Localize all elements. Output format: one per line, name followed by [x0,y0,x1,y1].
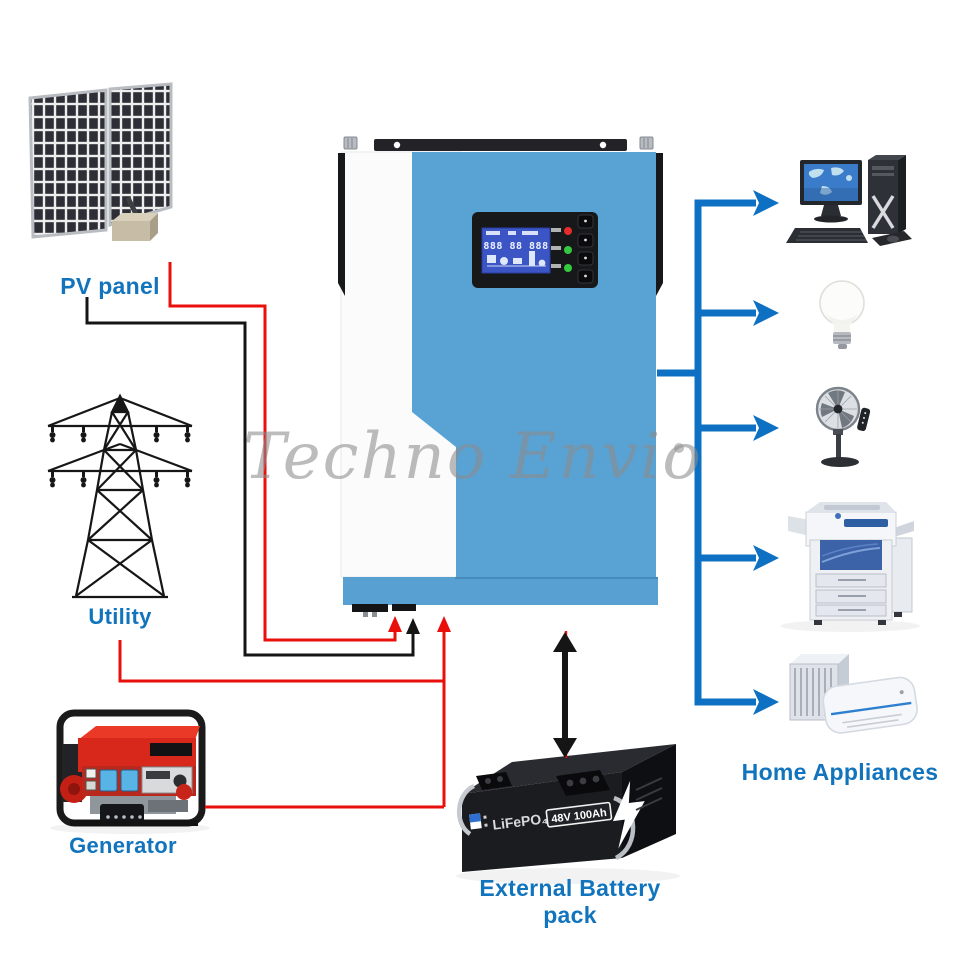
pedestal-fan-icon [815,386,871,467]
generator-icon [50,709,210,834]
wire-utility [118,640,444,683]
arrow-to-copier [698,545,779,571]
desktop-computer-icon [786,155,912,246]
led-charge-green [564,246,572,254]
battery-double-arrow [553,631,577,758]
pv-panel-label: PV panel [60,273,160,299]
screw-icon [343,136,358,150]
battery-brand-text: LiFePO₄ [492,810,549,833]
home-appliances-label: Home Appliances [741,759,939,785]
lcd-digits: 888 88 888 [483,241,548,252]
battery-icon: LiFePO₄ 48V 100Ah [456,744,680,884]
light-bulb-icon [819,280,865,349]
arrow-to-computer [698,190,779,216]
appliance-branch [657,190,779,715]
lightning-bolt-icon [612,780,645,849]
generator-label: Generator [69,833,177,858]
battery-label: External Battery pack [479,875,661,928]
photocopier-icon [780,502,920,632]
arrow-to-ac [698,689,779,715]
utility-label: Utility [88,604,152,629]
screw-icon [639,136,654,150]
utility-tower-icon [47,393,193,599]
inverter-icon: 888 88 888 [338,136,684,617]
led-inverter-green [564,264,572,272]
wire-pv-negative [85,297,415,657]
arrow-to-fan [698,415,779,441]
led-fault-red [564,227,572,235]
inverter-lcd-panel: 888 88 888 [472,212,598,288]
wire-pv-positive [168,262,397,642]
inverter-bracket [374,139,627,151]
air-conditioner-icon [789,654,918,734]
arrow-to-bulb [698,300,779,326]
pv-panel-icon [28,82,173,241]
